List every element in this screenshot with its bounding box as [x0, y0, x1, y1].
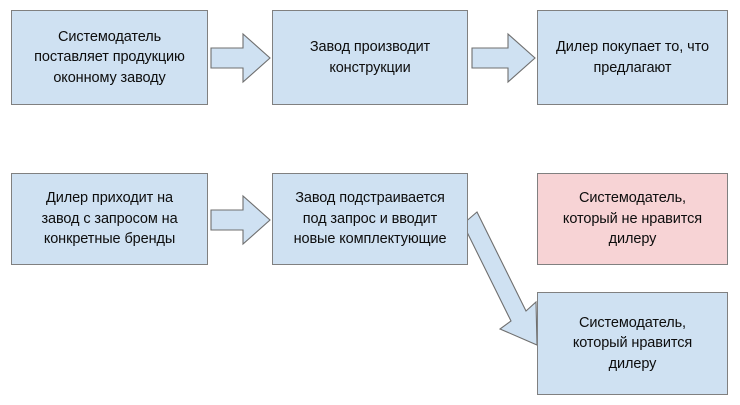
node-factory-adapts[interactable]: Завод подстраивается под запрос и вводит…: [272, 173, 468, 265]
node-label: Завод подстраивается под запрос и вводит…: [293, 190, 447, 248]
node-label: Системодатель поставляет продукцию оконн…: [34, 28, 185, 86]
node-factory-produces[interactable]: Завод производит конструкции: [272, 10, 468, 105]
node-label: Системодатель, который нравится дилеру: [572, 314, 693, 372]
node-supplier-disliked[interactable]: Системодатель, который не нравится дилер…: [537, 173, 728, 265]
node-supplier-delivers[interactable]: Системодатель поставляет продукцию оконн…: [11, 10, 208, 105]
node-label: Дилер приходит на завод с запросом на ко…: [41, 190, 178, 248]
arrow-supplier-to-factory: [210, 32, 271, 84]
node-dealer-request[interactable]: Дилер приходит на завод с запросом на ко…: [11, 173, 208, 265]
node-label: Дилер покупает то, что предлагают: [556, 38, 709, 76]
node-label: Завод производит конструкции: [309, 38, 431, 76]
node-dealer-buys[interactable]: Дилер покупает то, что предлагают: [537, 10, 728, 105]
node-label: Системодатель, который не нравится дилер…: [562, 190, 703, 248]
arrow-request-to-adapts: [210, 194, 271, 246]
node-supplier-liked[interactable]: Системодатель, который нравится дилеру: [537, 292, 728, 395]
arrow-factory-to-dealer: [471, 32, 536, 84]
arrow-adapts-to-liked: [462, 211, 538, 346]
